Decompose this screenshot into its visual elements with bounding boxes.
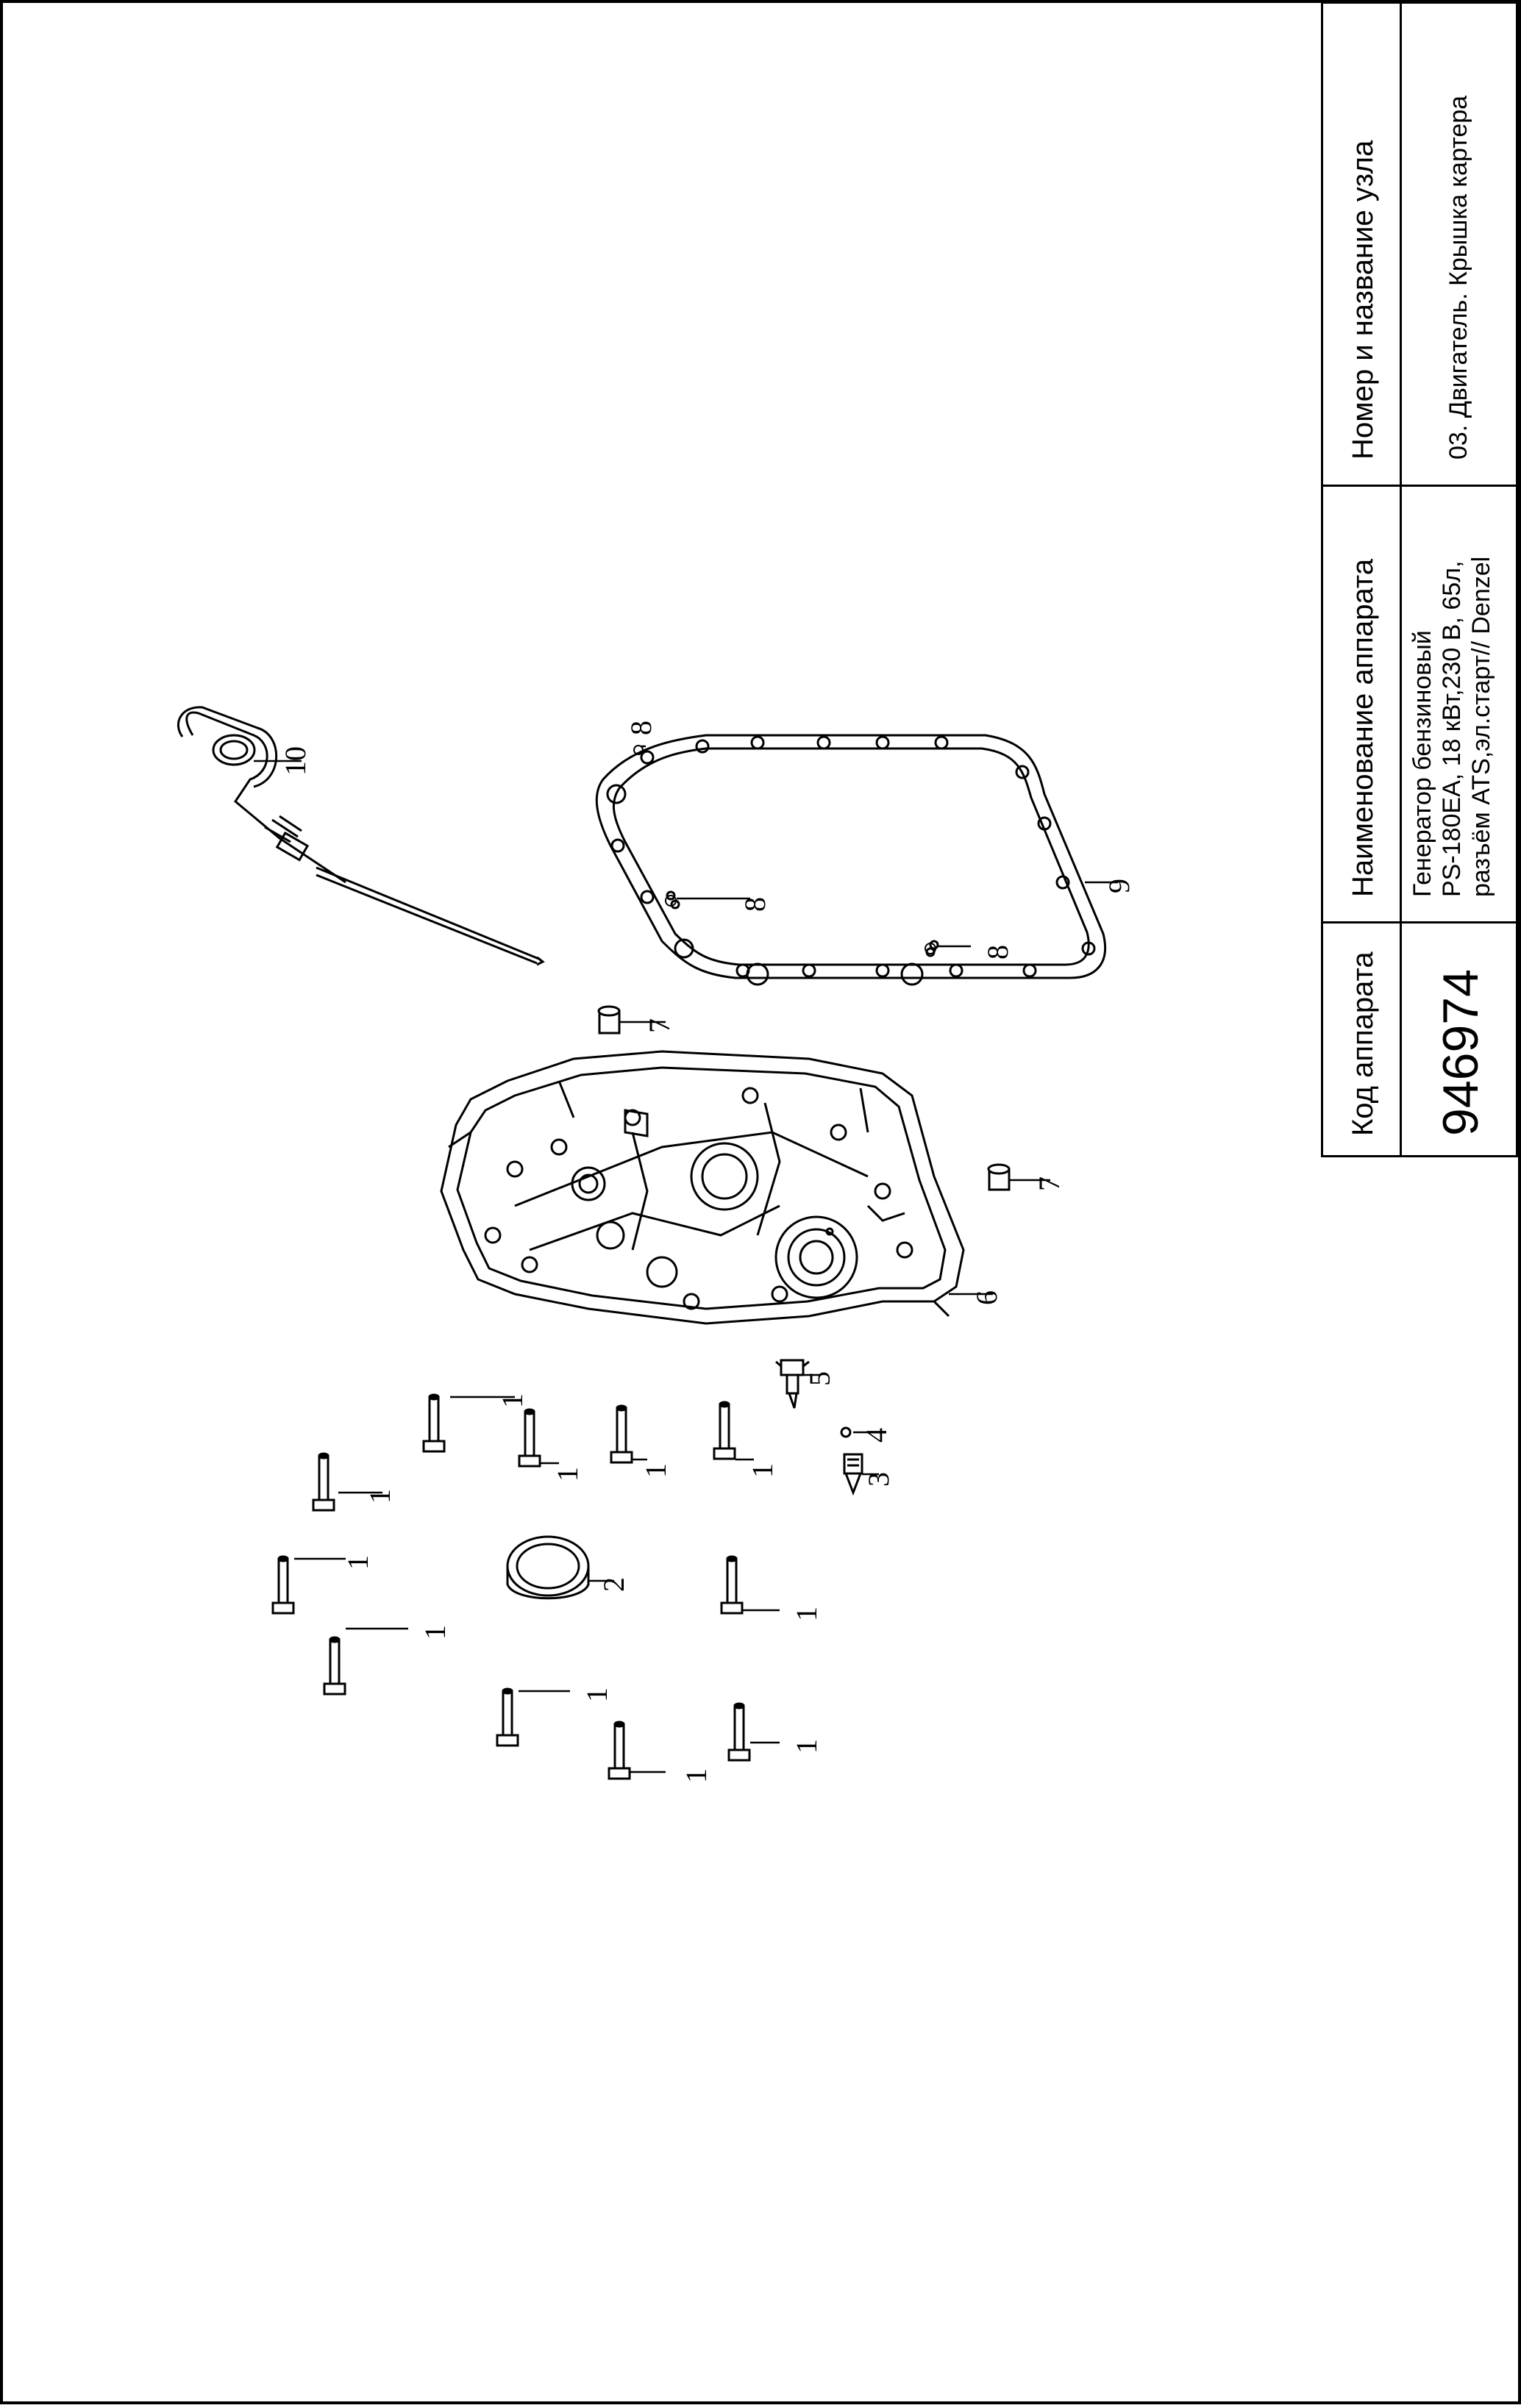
crankcase-cover-part	[440, 1050, 965, 1325]
drain-plug-part	[840, 1426, 863, 1496]
callout-5: 5	[803, 1371, 836, 1386]
callout-1-i: 1	[580, 1687, 613, 1702]
callout-1-b: 1	[363, 1489, 396, 1504]
oil-seal-part	[506, 1535, 590, 1600]
callout-1-g: 1	[790, 1607, 823, 1621]
device-name-header: Наименование аппарата	[1347, 559, 1379, 897]
callout-7-left: 7	[643, 1018, 676, 1033]
callout-1-f: 1	[341, 1555, 374, 1570]
oil-sensor-part	[775, 1359, 810, 1409]
title-block-column-divider	[1400, 4, 1402, 1155]
locating-pins-part	[597, 1005, 1011, 1191]
callout-1-c: 1	[551, 1467, 584, 1482]
gasket-part	[595, 734, 1107, 986]
callout-1-k: 1	[790, 1739, 823, 1754]
dipstick-part	[177, 706, 545, 966]
callout-9: 9	[1103, 879, 1136, 893]
device-name-line-3: разъём ATS,эл.старт// Denzel	[1467, 556, 1495, 897]
callout-2: 2	[597, 1577, 630, 1592]
title-block-row-divider-2	[1323, 485, 1516, 487]
callout-8-right: 8	[981, 945, 1014, 960]
callout-1-j: 1	[680, 1768, 713, 1783]
callout-8-top: 8	[624, 721, 658, 735]
device-name-line-2: PS-180EA, 18 кВт,230 В, 65л,	[1438, 560, 1466, 897]
callout-7-right: 7	[1033, 1176, 1066, 1191]
assembly-header: Номер и название узла	[1347, 140, 1379, 460]
callout-labels: 10 8 8 8 9 7 7 6 5 4 3 2 1 1 1 1 1 1 1 1…	[279, 721, 1136, 1783]
callout-10: 10	[279, 746, 312, 776]
bolts-part	[271, 1227, 834, 1780]
leader-lines	[254, 745, 1118, 1773]
title-block: Код аппарата 946974 Наименование аппарат…	[1321, 1, 1518, 1157]
callout-1-a: 1	[496, 1393, 529, 1408]
callout-4: 4	[860, 1428, 893, 1443]
title-block-row-divider-1	[1323, 921, 1516, 923]
code-header: Код аппарата	[1347, 951, 1379, 1136]
device-name-line-1: Генератор бензиновый	[1408, 630, 1436, 897]
callout-3: 3	[862, 1472, 895, 1487]
callout-1-e: 1	[746, 1463, 779, 1478]
callout-8-mid: 8	[738, 897, 772, 912]
code-value: 946974	[1433, 969, 1489, 1136]
callout-6: 6	[970, 1290, 1003, 1305]
callout-1-h: 1	[418, 1625, 452, 1640]
assembly-value: 03. Двигатель. Крышка картера	[1445, 95, 1472, 460]
callout-1-d: 1	[639, 1463, 672, 1478]
dowel-pins-part	[633, 745, 936, 954]
